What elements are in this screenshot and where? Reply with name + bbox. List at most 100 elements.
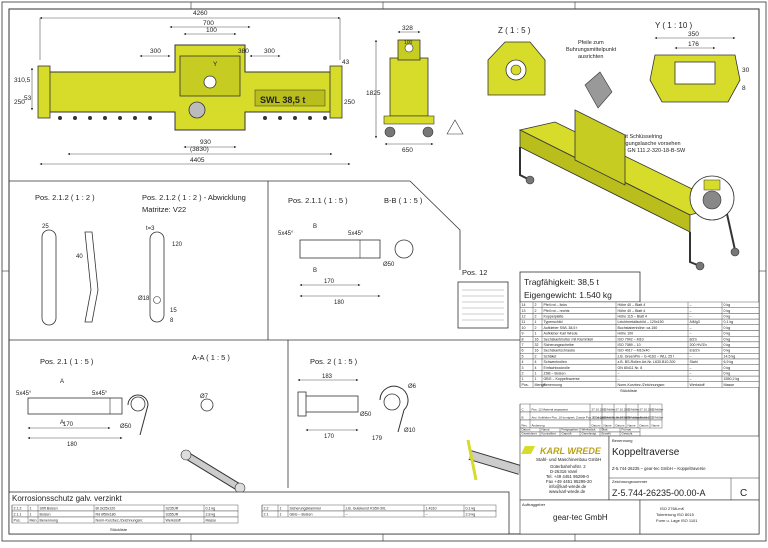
approval-cell: Werkstück: [582, 427, 596, 431]
parts-cell: –: [690, 309, 692, 313]
svg-text:170: 170: [63, 422, 74, 428]
revision-cell: S. Müller: [652, 407, 664, 411]
pos21-label: Pos. 2.1 ( 1 : 5 ): [40, 357, 94, 366]
svg-text:ausrichten: ausrichten: [578, 54, 603, 60]
approval-cell: Format: [622, 427, 632, 431]
parts-cell: –: [690, 372, 692, 376]
svg-text:Halteseil mit Schlüsselring: Halteseil mit Schlüsselring: [598, 134, 662, 140]
svg-text:A: A: [60, 379, 64, 385]
parts-cell: Aufkleber SWL 38,5 t: [544, 326, 578, 330]
parts-cell: 0 kg: [724, 366, 731, 370]
parts-cell: –: [618, 377, 620, 381]
parts-cell: z.B. GreenPin – G-4163 – WLL 25 t: [618, 354, 675, 358]
bottom-parts2-cell: 1: [280, 512, 282, 516]
dim-250a: 250: [14, 99, 25, 106]
arrow-note: Pfeile zum Buhrungsmittelpunkt ausrichte…: [566, 40, 617, 60]
approval-cell: Erstellt: [602, 431, 611, 435]
dim-300b: 300: [264, 48, 275, 55]
approval-cell: Gewicht: [622, 431, 633, 435]
parts-cell: Schwenkrollen: [544, 360, 567, 364]
svg-text:Auftraggeber: Auftraggeber: [522, 502, 546, 507]
bottom-parts-cell: S355JR: [166, 512, 179, 516]
parts-cell: 0 kg: [724, 326, 731, 330]
company-address: Güterbahnhofstr. 2 D-26316 Varel Tel. +4…: [546, 464, 592, 494]
bottom-parts-cell: Norm-Kurzbez./Zeichnungsnr.: [96, 518, 144, 522]
revision-cell: 16.10.2023: [616, 415, 631, 419]
dim-310: 310,5: [14, 77, 31, 84]
bottom-parts-cell: S235JR: [166, 506, 179, 510]
pos211-label: Pos. 2.1.1 ( 1 : 5 ): [288, 196, 348, 205]
side-view: 328 100 1825 650: [366, 25, 464, 154]
bottom-parts-cell: Masse: [206, 518, 217, 522]
bottom-parts-cell: Bolzen: [40, 512, 51, 516]
svg-text:5x45°: 5x45°: [92, 391, 108, 397]
parts-cell: z.B. BS-Rollen Art-Nr. L630.B10.200: [618, 360, 676, 364]
pos2-label: Pos. 2 ( 1 : 5 ): [310, 357, 358, 366]
parts-cell: 13: [522, 309, 526, 313]
parts-cell: 0 kg: [724, 303, 731, 307]
parts-cell: 4: [535, 360, 537, 364]
swl-label: SWL 38,5 t: [260, 95, 305, 105]
parts-cell: Höhe 100: [618, 332, 634, 336]
dim-1825: 1825: [366, 90, 381, 97]
svg-text:Zeichnungsnummer: Zeichnungsnummer: [612, 479, 648, 484]
company-block: KARL WREDE Stahl- und Maschinenbau GmbH …: [519, 435, 610, 501]
revision-letter: C: [740, 488, 747, 499]
bb-label: B-B ( 1 : 5 ): [384, 196, 423, 205]
parts-cell: Höhe 40 – Blatt 4: [618, 309, 646, 313]
svg-text:und Befestigungslasche vorsehe: und Befestigungslasche vorsehen: [598, 141, 681, 147]
type-plate: [457, 281, 509, 329]
revision-cell: 16.10.2023: [640, 415, 655, 419]
svg-text:D-26316 Varel: D-26316 Varel: [550, 469, 577, 474]
parts-cell: 1: [535, 377, 537, 381]
parts-cell: 2: [522, 372, 524, 376]
bottom-parts-cell: 2.1.1: [14, 512, 22, 516]
parts-cell: Menge: [535, 383, 546, 387]
svg-text:B: B: [313, 224, 317, 230]
parts-cell: –: [690, 326, 692, 330]
parts-cell: 1: [535, 320, 537, 324]
revision-cell: S. Müller: [628, 407, 640, 411]
bottom-parts-cell: Benennung: [40, 518, 58, 522]
bottom-parts-cell: Werkstoff: [166, 518, 181, 522]
bottom-parts2-cell: –: [346, 512, 348, 516]
svg-text:Ø50: Ø50: [383, 262, 395, 268]
svg-text:180: 180: [67, 442, 78, 448]
pos-2-1-1-views: Pos. 2.1.1 ( 1 : 5 ) B-B ( 1 : 5 ) 5x45°…: [278, 196, 423, 306]
side-wheel-right: [422, 126, 434, 138]
svg-text:ISO 2768-mK: ISO 2768-mK: [660, 506, 685, 511]
pos12-label: Pos. 12: [462, 268, 487, 277]
dim-250b: 250: [344, 99, 355, 106]
parts-cell: –: [690, 315, 692, 319]
bottom-parts-cell: 0,1 kg: [206, 506, 216, 510]
revision-cell: S. Müller: [652, 415, 664, 419]
parts-cell: Pfeil rot – rechts: [544, 309, 570, 313]
approval-cell: Genehmigt: [582, 431, 597, 435]
parts-cell: 1: [535, 332, 537, 336]
bottom-parts-cell: Stift Bolzen: [40, 506, 58, 510]
revision-cell: Pos. 12 Material angepasst: [532, 407, 569, 411]
parts-cell: 12: [522, 315, 526, 319]
parts-cell: Sechskantschraube: [544, 349, 576, 353]
bottom-parts2-cell: 0,1 kg: [466, 506, 476, 510]
revision-cell: S. Müller: [628, 415, 640, 419]
capacity-box: Tragfähigkeit: 38,5 t Eigengewicht: 1.54…: [519, 271, 641, 303]
side-wheel-left: [384, 126, 396, 138]
parts-cell: 0,1 kg: [724, 320, 734, 324]
approval-cell: Gezeichnet: [522, 431, 537, 435]
dim-3830: (3830): [190, 146, 209, 153]
svg-text:B: B: [313, 268, 317, 274]
revision-cell: 27.10.2023: [616, 407, 631, 411]
parts-cell: –: [690, 303, 692, 307]
center-hole: [203, 75, 217, 89]
revision-cell: Name: [604, 423, 612, 427]
svg-text:Tel. +49 4451 95299-0: Tel. +49 4451 95299-0: [546, 474, 589, 479]
drawing-subtitle: Z-5.744-26235 – gear-tec GmbH – Koppeltr…: [612, 466, 706, 471]
svg-text:z.B. Ganter GN 111.2-320-18-B-: z.B. Ganter GN 111.2-320-18-B-SW: [598, 148, 686, 154]
dim-100: 100: [206, 27, 217, 34]
